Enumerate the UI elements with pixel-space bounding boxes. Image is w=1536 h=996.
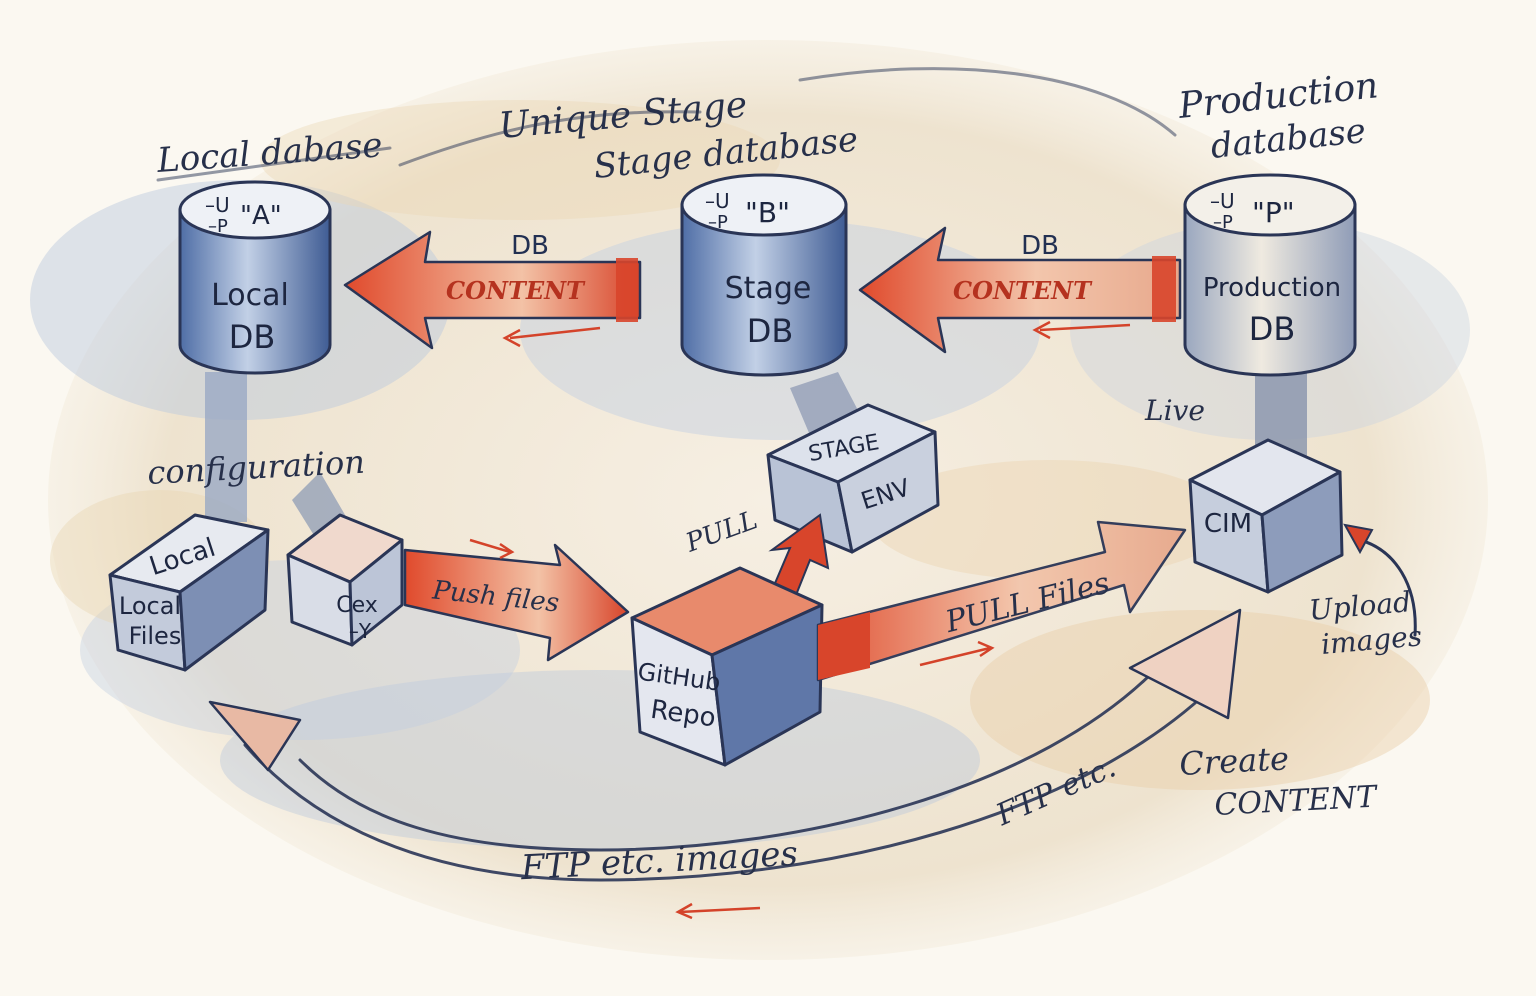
arc-line-top-left [398, 110, 702, 167]
production-db-u-label: –U [1210, 189, 1235, 213]
db-content-left-main-label: CONTENT [446, 276, 586, 305]
local-db-name-line1: Local [211, 278, 289, 313]
db-content-arrow-right: DB CONTENT [858, 226, 1182, 354]
upload-images-arrow [1343, 523, 1417, 637]
live-label: Live [1144, 394, 1205, 427]
db-content-right-top-label: DB [1021, 231, 1059, 261]
local-db-p-label: –P [208, 216, 228, 237]
arc-line-top-right [798, 67, 1177, 137]
stage-db-p-label: –P [708, 212, 728, 233]
stage-env-box[interactable]: STAGE ENV [766, 403, 940, 554]
production-db-name-line1: Production [1203, 273, 1341, 303]
production-db-cylinder[interactable]: –U –P "P" Production DB [1183, 173, 1357, 377]
stage-db-name-line2: DB [747, 312, 794, 350]
db-content-arrow-left: DB CONTENT [343, 230, 642, 350]
cexy-box[interactable]: Cex –Y [286, 513, 404, 647]
production-db-p-label: –P [1213, 212, 1233, 233]
cim-box[interactable]: CIM [1188, 438, 1344, 594]
local-db-letter: "A" [240, 201, 282, 231]
stage-db-name-line1: Stage [725, 271, 812, 306]
cim-label: CIM [1204, 509, 1252, 539]
db-content-right-main-label: CONTENT [953, 276, 1093, 305]
db-content-left-top-label: DB [511, 231, 549, 261]
production-db-letter: "P" [1252, 196, 1295, 229]
stage-db-cylinder[interactable]: –U –P "B" Stage DB [680, 173, 848, 377]
local-db-name-line2: DB [229, 318, 276, 356]
stage-db-letter: "B" [745, 196, 790, 229]
create-content-label-line1: Create [1178, 739, 1289, 783]
local-db-u-label: –U [205, 193, 230, 217]
local-files-label-line1: Local [119, 592, 181, 620]
cexy-label-line2: –Y [349, 619, 372, 643]
local-db-cylinder[interactable]: –U –P "A" Local DB [178, 180, 332, 375]
push-files-arrow: Push files [403, 538, 630, 662]
github-repo-box[interactable]: GitHub Repo [630, 566, 824, 767]
stage-db-u-label: –U [705, 189, 730, 213]
create-content-label-line2: CONTENT [1214, 779, 1380, 823]
local-files-label-line2: Files [129, 622, 182, 650]
cexy-label-line1: Cex [336, 593, 378, 618]
production-db-name-line2: DB [1249, 310, 1296, 348]
local-files-box[interactable]: Local Local Files [108, 513, 270, 672]
